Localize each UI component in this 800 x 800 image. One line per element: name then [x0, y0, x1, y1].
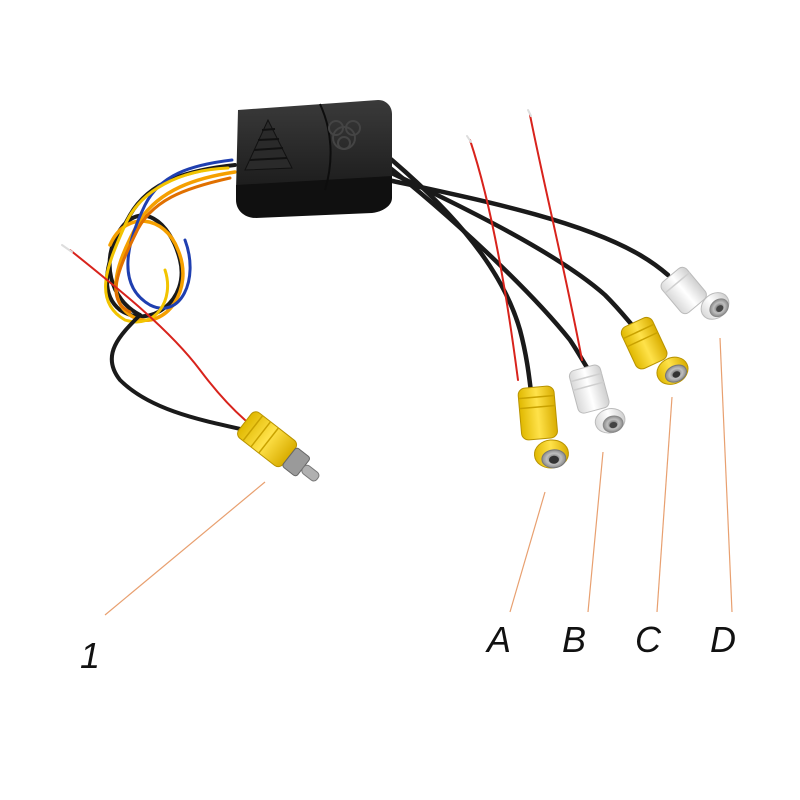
leader-lines [104, 337, 733, 616]
leader-line-c [656, 396, 673, 613]
rca-plug-output [237, 411, 320, 482]
leader-line-1 [104, 481, 266, 616]
output-cable [61, 244, 247, 432]
rca-jack-d [660, 266, 730, 320]
rca-jack-c [620, 316, 689, 385]
callout-label-1: 1 [80, 635, 100, 676]
leader-line-d [719, 337, 733, 613]
callout-label-d: D [710, 619, 736, 660]
input-cables [377, 109, 671, 403]
callout-label-b: B [562, 619, 586, 660]
logo-icon [328, 120, 361, 150]
leader-line-a [509, 491, 546, 613]
wire-bundle [104, 158, 237, 324]
callout-label-c: C [635, 619, 662, 660]
rca-jack-a [517, 385, 569, 469]
callout-label-a: A [485, 619, 511, 660]
control-box [236, 100, 392, 218]
rca-jack-b [568, 364, 626, 434]
leader-line-b [587, 451, 604, 613]
